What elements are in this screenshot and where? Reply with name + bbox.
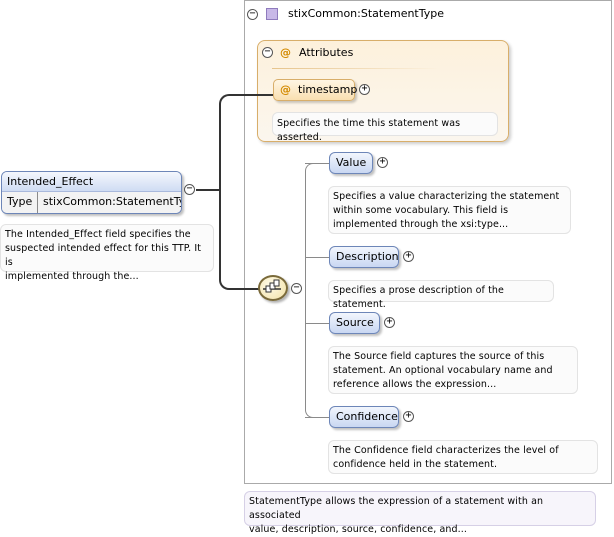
- connector-root-stem: [196, 189, 220, 191]
- expand-timestamp-toggle[interactable]: +: [359, 84, 370, 95]
- expand-confidence-toggle[interactable]: +: [403, 411, 414, 422]
- root-element-name: Intended_Effect: [2, 172, 181, 192]
- type-divider: [37, 192, 38, 213]
- source-doc: The Source field captures the source of …: [328, 346, 578, 394]
- collapse-attributes-toggle[interactable]: −: [262, 47, 273, 58]
- expand-source-toggle[interactable]: +: [384, 317, 395, 328]
- root-doc: The Intended_Effect field specifies the …: [0, 224, 214, 282]
- element-description[interactable]: Description: [329, 246, 399, 268]
- attributes-header: Attributes: [299, 46, 354, 59]
- attribute-name: timestamp: [298, 83, 358, 96]
- connector-to-sequence: [238, 288, 260, 290]
- type-square-icon: [266, 8, 278, 20]
- connector-to-attributes: [238, 94, 273, 96]
- connector-branch: [219, 94, 239, 290]
- attribute-marker-icon: @: [280, 46, 291, 59]
- expand-description-toggle[interactable]: +: [403, 251, 414, 262]
- element-source[interactable]: Source: [329, 312, 380, 334]
- confidence-doc: The Confidence field characterizes the l…: [328, 440, 598, 474]
- collapse-sequence-toggle[interactable]: −: [291, 283, 302, 294]
- complex-type-doc: StatementType allows the expression of a…: [244, 491, 596, 535]
- type-label: Type: [7, 195, 33, 208]
- sequence-link-source: [305, 323, 329, 324]
- sequence-link-description: [305, 257, 329, 258]
- attribute-timestamp[interactable]: @ timestamp: [273, 79, 358, 101]
- attributes-divider: [272, 68, 440, 69]
- sequence-link-confidence: [305, 417, 329, 418]
- description-doc: Specifies a prose description of the sta…: [328, 280, 554, 310]
- collapse-complex-type-toggle[interactable]: −: [247, 9, 258, 20]
- root-element-intended-effect[interactable]: Intended_Effect Type stixCommon:Statemen…: [1, 171, 182, 214]
- attribute-marker-icon: @: [280, 83, 291, 96]
- expand-value-toggle[interactable]: +: [377, 157, 388, 168]
- sequence-bracket: [305, 163, 329, 418]
- timestamp-doc: Specifies the time this statement was as…: [272, 112, 498, 143]
- value-doc: Specifies a value characterizing the sta…: [328, 186, 571, 234]
- element-value[interactable]: Value: [329, 152, 373, 174]
- element-confidence[interactable]: Confidence: [329, 406, 399, 428]
- sequence-compositor-icon[interactable]: [258, 275, 288, 301]
- sequence-link-value: [305, 163, 329, 164]
- type-value: stixCommon:StatementType: [43, 195, 181, 208]
- collapse-root-toggle[interactable]: −: [184, 184, 195, 195]
- complex-type-name: stixCommon:StatementType: [288, 7, 445, 20]
